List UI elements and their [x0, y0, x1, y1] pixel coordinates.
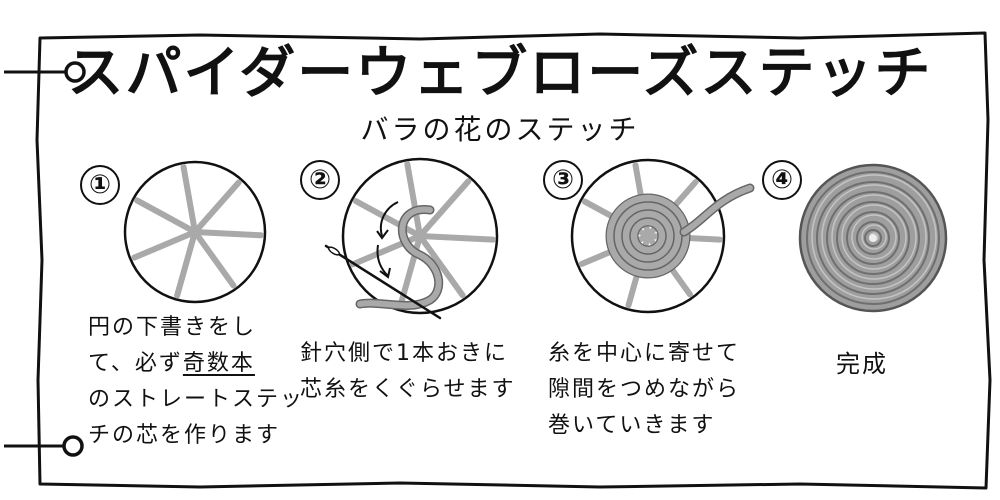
step-2-arrow-1 [379, 201, 399, 237]
step-4-rose-ring-shadow [816, 181, 930, 295]
step-4-rose-ring-shadow [836, 201, 910, 275]
step-2-line-1: 針穴側で1本おきに [300, 341, 508, 366]
step-3-line-1: 糸を中心に寄せて [548, 341, 741, 366]
step-2-arrow-2-head [379, 267, 391, 279]
step-4-rose-ring-shadow [856, 221, 890, 255]
step-3-thread-tail [681, 185, 753, 235]
step-3-wrap-ring [630, 218, 666, 254]
core-spoke [192, 229, 237, 289]
step-3-line-3: 巻いていきます [548, 413, 716, 438]
step-4-rose-ring-shadow [846, 211, 900, 265]
step-1-line-2a: て、必ず [88, 351, 183, 376]
hanger-bottom [4, 435, 84, 457]
hanger-top [4, 61, 86, 83]
step-3-description: 糸を中心に寄せて 隙間をつめながら 巻いていきます [548, 336, 740, 444]
core-spoke [352, 198, 423, 239]
page-subtitle: バラの花のステッチ [360, 113, 640, 146]
step-4-line-1: 完成 [836, 350, 888, 378]
step-4-rose-ring-shadow [864, 229, 882, 247]
step-4-description: 完成 [836, 346, 888, 382]
step-3-wrap-ring [614, 202, 682, 270]
core-spoke [417, 178, 472, 239]
step-1-line-1: 円の下書きをし [88, 315, 257, 340]
step-2-needle-eye [327, 246, 341, 256]
step-2-working-thread [357, 206, 442, 309]
step-4-illustration [798, 163, 948, 313]
step-1-line-2: て、必ず奇数本 [88, 346, 304, 382]
step-4-rose-ring-highlight [861, 224, 887, 250]
step-4-number: ④ [762, 160, 802, 200]
step-4-rose-ring-highlight [811, 174, 937, 300]
step-1-illustration [123, 160, 267, 304]
step-4-rose-ring-highlight [821, 184, 927, 290]
step-3-illustration [570, 158, 755, 314]
step-4-rose-ring-shadow [806, 171, 940, 305]
step-2-line-2: 芯糸をくぐらせます [300, 377, 516, 402]
paper-border [35, 31, 992, 490]
step-3-wrap-ring [622, 210, 674, 262]
core-spoke [134, 197, 198, 235]
step-4-rose-ring-shadow [826, 191, 920, 285]
core-spoke [131, 229, 198, 261]
step-3-line-2: 隙間をつめながら [548, 377, 741, 402]
core-spoke [174, 229, 198, 299]
step-2-number: ② [300, 160, 340, 200]
step-1-line-3: のストレートステッ [88, 387, 305, 412]
step-1-spokes [131, 164, 264, 299]
step-2-needle [324, 244, 442, 320]
step-1-line-4: チの芯を作ります [88, 423, 281, 448]
core-spoke [417, 233, 466, 299]
core-spoke [417, 233, 496, 243]
step-4-rose-center [869, 234, 877, 242]
core-spoke [192, 229, 264, 239]
core-spoke [192, 179, 242, 235]
core-spoke [180, 164, 198, 235]
core-spoke [404, 161, 423, 239]
step-2-arrow-1-head [376, 229, 389, 240]
step-4-rose-ring-highlight [831, 194, 917, 280]
step-4-rose-ring-highlight [851, 214, 897, 260]
step-1-number: ① [80, 165, 120, 205]
step-1-description: 円の下書きをし て、必ず奇数本 のストレートステッ チの芯を作ります [88, 310, 304, 454]
step-1-odd-number-emphasis: 奇数本 [182, 351, 255, 376]
step-2-description: 針穴側で1本おきに 芯糸をくぐらせます [300, 336, 516, 408]
step-2-illustration [324, 157, 499, 320]
step-2-arrow-2 [376, 244, 389, 277]
step-4-rose-ring-highlight [841, 204, 907, 270]
page-title: スパイダーウェブローズステッチ [67, 41, 933, 106]
step-3-number: ③ [543, 160, 583, 200]
